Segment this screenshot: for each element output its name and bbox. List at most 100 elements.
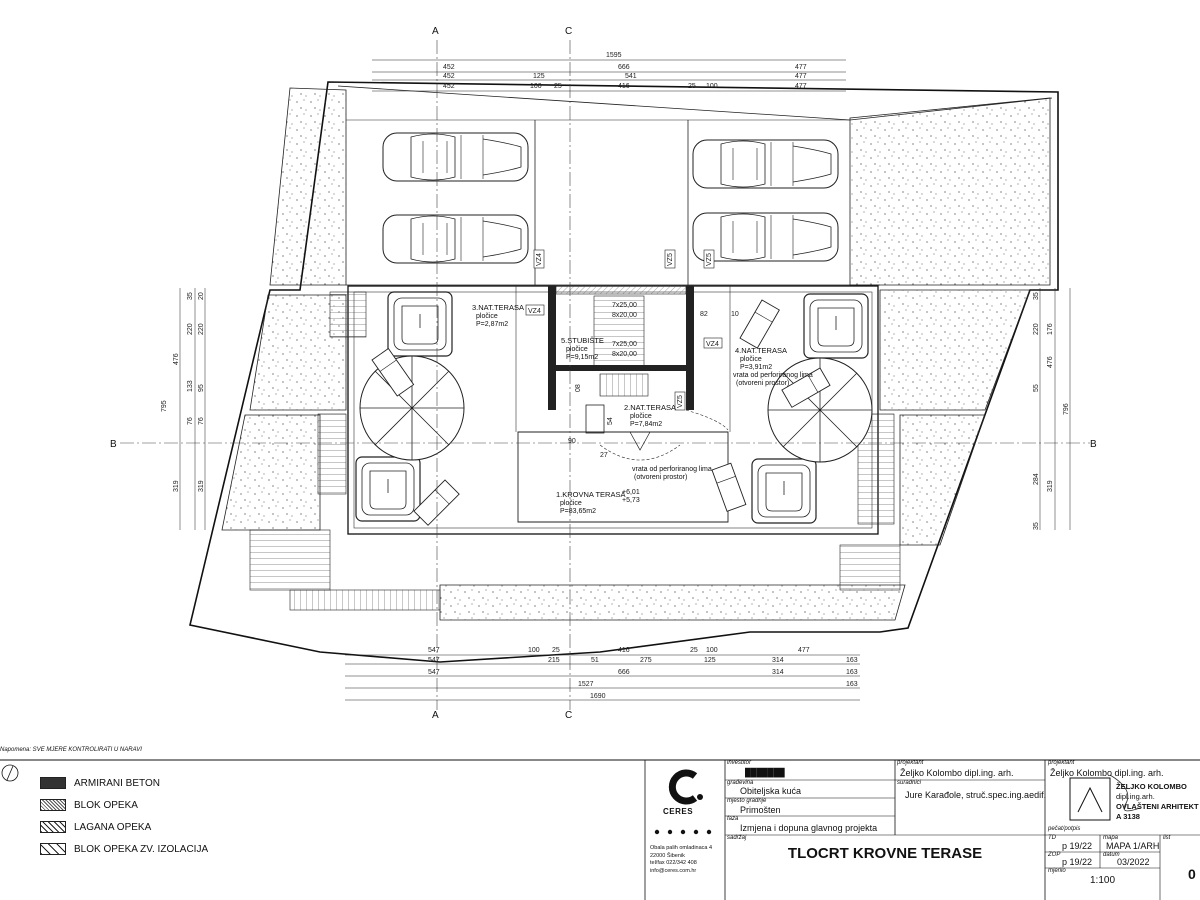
company-address: Obala palih omladinaca 4 22000 Šibenik t… <box>650 845 724 875</box>
dim-left: 76 <box>198 417 205 425</box>
door-note-1-sub: (otvoreni prostor) <box>736 380 789 387</box>
investor-caption: investitor <box>727 760 752 766</box>
dim-left: 319 <box>173 480 180 492</box>
phase-value: Izmjena i dopuna glavnog projekta <box>740 823 878 833</box>
legend-item-armirani-beton: ARMIRANI BETON <box>40 777 160 789</box>
umbrella-1 <box>359 355 465 461</box>
title-block-frame <box>0 759 1200 900</box>
dim-left: 795 <box>161 400 168 412</box>
dim-left: 319 <box>198 480 205 492</box>
car-3 <box>692 139 839 189</box>
side-stairs <box>249 291 901 611</box>
dim-left: 20 <box>198 292 205 300</box>
car-4 <box>692 212 839 262</box>
vz-tag: VZ4 <box>536 253 543 266</box>
dim-bottom: 163 <box>846 681 858 688</box>
room-labels: 3.NAT.TERASA pločice P=2,87m2 5.STUBIŠTE… <box>472 303 813 515</box>
section-b-right: B <box>1090 439 1097 450</box>
chief-value: Željko Kolombo dipl.ing. arh. <box>1050 768 1164 778</box>
dim-bottom: 25 <box>552 647 560 654</box>
dim-left: 35 <box>187 292 194 300</box>
td-value: p 19/22 <box>1062 841 1093 851</box>
stair-dimensions: 7x25,00 8x20,00 7x25,00 8x20,00 82 10 90… <box>568 302 739 459</box>
dim-top: 416 <box>618 83 630 90</box>
vz-tag: VZ5 <box>667 253 674 266</box>
dim-bottom: 163 <box>846 657 858 664</box>
door-note-2-sub: (otvoreni prostor) <box>634 474 687 481</box>
dim-left: 220 <box>187 323 194 335</box>
dim-top: 125 <box>533 73 545 80</box>
company-address-line: Obala palih omladinaca 4 <box>650 845 713 851</box>
room-floor-4: pločice <box>740 356 762 363</box>
dim-bottom: 477 <box>798 647 810 654</box>
dim-bottom: 275 <box>640 657 652 664</box>
vz-tag: VZ4 <box>528 308 541 315</box>
designer-caption: projektant <box>897 760 924 766</box>
section-b-left: B <box>110 439 117 450</box>
landscaped-areas <box>221 87 1051 621</box>
company-name: CERES <box>663 807 694 816</box>
jacuzzi-3 <box>355 456 421 522</box>
room-area-1: P=83,65m2 <box>560 508 596 515</box>
roof-terrace <box>347 285 879 535</box>
dim-stair: 7x25,00 <box>612 341 637 348</box>
legend-label: ARMIRANI BETON <box>74 777 160 789</box>
dim-stair: 7x25,00 <box>612 302 637 309</box>
dim-stair: 8x20,00 <box>612 351 637 358</box>
door-note-1: vrata od perforiranog lima <box>733 372 813 379</box>
dim-top: 477 <box>795 73 807 80</box>
dim-bottom: 547 <box>428 657 440 664</box>
section-c-bottom: C <box>565 710 572 721</box>
jacuzzi-2 <box>803 293 869 359</box>
date-value: 03/2022 <box>1117 857 1150 867</box>
dim-misc: 90 <box>568 438 576 445</box>
dim-top: 452 <box>443 73 455 80</box>
dim-misc: 27 <box>600 452 608 459</box>
dim-left: 476 <box>173 353 180 365</box>
stamp-text: ŽELJKO KOLOMBO dipl.ing.arh. OVLAŠTENI A… <box>1116 782 1199 822</box>
dim-misc: 08 <box>575 384 582 392</box>
date-caption: datum <box>1103 852 1120 858</box>
td-caption: TD <box>1048 835 1056 841</box>
associate-value: Jure Karađole, struč.spec.ing.aedif. <box>905 790 1047 800</box>
zop-caption: ZOP <box>1048 852 1061 858</box>
window-tags: VZ4 VZ4 VZ5 VZ5 VZ4 VZ5 <box>525 249 723 411</box>
dim-right: 220 <box>1033 323 1040 335</box>
dim-misc: 54 <box>607 417 614 425</box>
dim-bottom: 1527 <box>578 681 594 688</box>
room-area-5: P=9,15m2 <box>566 354 598 361</box>
car-1 <box>382 132 529 182</box>
room-area-4: P=3,91m2 <box>740 364 772 371</box>
vz-tag: VZ5 <box>677 395 684 408</box>
sheet-value: 0 <box>1188 866 1196 882</box>
dim-right: 476 <box>1047 356 1054 368</box>
dim-top: 666 <box>618 64 630 71</box>
section-lines: A C A C B B <box>110 26 1097 721</box>
dim-bottom: 25 <box>690 647 698 654</box>
dim-top: 477 <box>795 83 807 90</box>
dim-right: 176 <box>1047 323 1054 335</box>
right-dimensions: 35 220 176 476 55 796 35 319 284 <box>1033 288 1071 530</box>
scale-caption: mjerilo <box>1048 868 1066 874</box>
dim-bottom: 51 <box>591 657 599 664</box>
legend-label: LAGANA OPEKA <box>74 821 152 833</box>
section-a-top: A <box>432 26 439 37</box>
room-floor-5: pločice <box>566 346 588 353</box>
dim-top: 452 <box>443 64 455 71</box>
dim-right: 55 <box>1033 384 1040 392</box>
legend-label: BLOK OPEKA <box>74 799 138 811</box>
top-dimensions: 1595 452 666 477 452 125 541 477 452 100… <box>372 52 846 92</box>
section-a-bottom: A <box>432 710 439 721</box>
dim-top: 25 <box>554 83 562 90</box>
legend-label: BLOK OPEKA ZV. IZOLACIJA <box>74 843 209 855</box>
left-dimensions: 35 20 220 220 476 133 795 95 76 76 319 3… <box>161 288 206 530</box>
stamp-line: OVLAŠTENI ARHITEKT <box>1116 802 1199 811</box>
door-note-2: vrata od perforiranog lima <box>632 466 712 473</box>
dim-misc: 82 <box>700 311 708 318</box>
zop-value: p 19/22 <box>1062 857 1093 867</box>
dim-bottom: 215 <box>548 657 560 664</box>
dim-top-total: 1595 <box>606 52 622 59</box>
room-area-3: P=2,87m2 <box>476 321 508 328</box>
stamp-line: ŽELJKO KOLOMBO <box>1116 782 1187 791</box>
designer-value: Željko Kolombo dipl.ing. arh. <box>900 768 1014 778</box>
